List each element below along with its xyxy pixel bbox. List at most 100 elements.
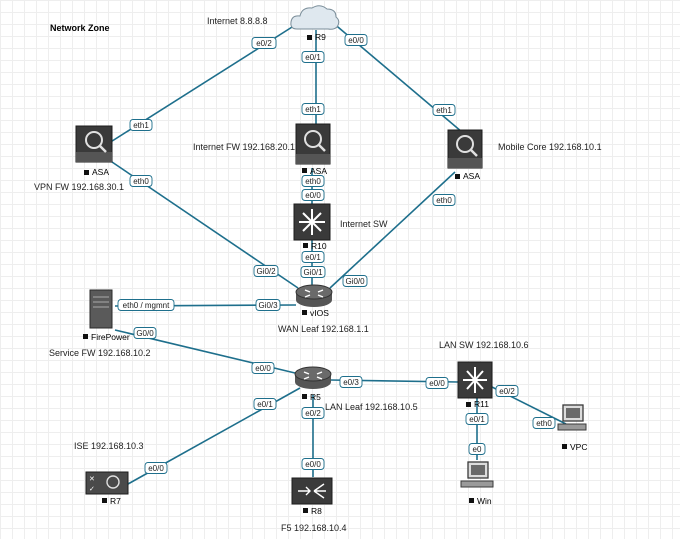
port-label-vios-gi03[interactable]: Gi0/3 (255, 299, 281, 311)
annotation-lan-leaf: LAN Leaf 192.168.10.5 (325, 402, 418, 412)
node-vpc[interactable]: VPC (557, 404, 587, 452)
annotation-mobile-core: Mobile Core 192.168.10.1 (498, 142, 602, 152)
port-label-box (495, 385, 519, 397)
port-label-box (133, 327, 157, 339)
port-label-r8-e00[interactable]: e0/0 (301, 458, 325, 470)
port-label-vpnfw-eth1[interactable]: eth1 (129, 119, 153, 131)
node-r5[interactable]: R5 (294, 366, 332, 402)
port-label-box (301, 175, 325, 187)
port-label-vpc-eth0[interactable]: eth0 (532, 417, 556, 429)
status-indicator (466, 402, 471, 407)
node-vios[interactable]: vIOS (295, 284, 333, 318)
load-balancer-icon (291, 477, 333, 505)
node-firepower[interactable]: FirePower (83, 289, 130, 342)
port-label-r9-e00[interactable]: e0/0 (344, 34, 368, 46)
port-label-box (255, 299, 281, 311)
node-r8[interactable]: R8 (291, 477, 333, 516)
annotation-internet-sw: Internet SW (340, 219, 388, 229)
port-label-text: eth0 (133, 177, 149, 186)
port-label-r10-e00[interactable]: e0/0 (301, 189, 325, 201)
desktop-icon (460, 461, 494, 488)
port-label-box (344, 34, 368, 46)
port-label-vios-gi00[interactable]: Gi0/0 (342, 275, 368, 287)
node-r7[interactable]: ✕ ✓ R7 (85, 471, 129, 506)
port-label-r5-e01[interactable]: e0/1 (253, 398, 277, 410)
port-label-win-e0[interactable]: e0 (468, 443, 486, 455)
port-label-mobilecore-eth1[interactable]: eth1 (432, 104, 456, 116)
annotation-f5: F5 192.168.10.4 (281, 523, 347, 533)
node-asa-internet-fw[interactable]: ASA (295, 123, 331, 176)
node-label-firepower: FirePower (91, 332, 130, 342)
node-r9[interactable]: R9 (290, 5, 340, 42)
node-label-vios: vIOS (310, 308, 329, 318)
port-label-box (301, 51, 325, 63)
node-label-r5: R5 (310, 392, 321, 402)
port-label-firepower-g00[interactable]: G0/0 (133, 327, 157, 339)
port-label-r7-e00[interactable]: e0/0 (144, 462, 168, 474)
router-icon (295, 284, 333, 307)
firewall-icon (75, 125, 113, 163)
status-indicator (455, 174, 460, 179)
port-label-vios-gi02[interactable]: Gi0/2 (253, 265, 279, 277)
port-label-box (301, 189, 325, 201)
node-r10[interactable]: R10 (293, 203, 331, 251)
port-label-box (129, 119, 153, 131)
port-label-r5-e00[interactable]: e0/0 (251, 362, 275, 374)
port-label-r10-e01[interactable]: e0/1 (301, 251, 325, 263)
node-label-r7: R7 (110, 496, 121, 506)
node-asa-vpn-fw[interactable]: ASA (75, 125, 113, 177)
status-indicator (84, 170, 89, 175)
status-indicator (102, 498, 107, 503)
port-label-box (301, 407, 325, 419)
status-indicator (302, 394, 307, 399)
port-label-internetfw-eth0[interactable]: eth0 (301, 175, 325, 187)
svg-text:✓: ✓ (89, 485, 95, 493)
port-label-r11-e00[interactable]: e0/0 (425, 377, 449, 389)
port-label-r9-e02[interactable]: e0/2 (251, 37, 277, 49)
port-label-box (342, 275, 368, 287)
port-label-text: e0/0 (255, 364, 271, 373)
port-label-box (253, 398, 277, 410)
port-label-r11-e02[interactable]: e0/2 (495, 385, 519, 397)
annotation-wan-leaf: WAN Leaf 192.168.1.1 (278, 324, 369, 334)
annotation-internet: Internet 8.8.8.8 (207, 16, 268, 26)
port-label-internetfw-eth1[interactable]: eth1 (301, 103, 325, 115)
port-label-box (532, 417, 556, 429)
annotation-vpn-fw: VPN FW 192.168.30.1 (34, 182, 124, 192)
diagram-title: Network Zone (50, 23, 110, 33)
port-label-box (251, 362, 275, 374)
port-label-r5-e02[interactable]: e0/2 (301, 407, 325, 419)
port-label-vpnfw-eth0[interactable]: eth0 (129, 175, 153, 187)
node-label-r8: R8 (311, 506, 322, 516)
port-label-mobilecore-eth0[interactable]: eth0 (432, 194, 456, 206)
node-label-asa-internet: ASA (310, 166, 327, 176)
status-indicator (302, 168, 307, 173)
node-win[interactable]: Win (460, 461, 494, 506)
node-r11[interactable]: R11 (457, 361, 493, 409)
port-label-text: e0/3 (343, 378, 359, 387)
status-indicator (83, 334, 88, 339)
node-label-r10: R10 (311, 241, 327, 251)
port-label-box (468, 443, 486, 455)
port-label-text: eth1 (305, 105, 321, 114)
port-label-vios-gi01[interactable]: Gi0/1 (300, 266, 326, 278)
port-label-text: e0/2 (256, 39, 272, 48)
port-label-r9-e01[interactable]: e0/1 (301, 51, 325, 63)
port-label-box (301, 103, 325, 115)
port-label-box (300, 266, 326, 278)
port-label-text: e0/1 (469, 415, 485, 424)
link-mobilecore-vios[interactable] (329, 171, 456, 289)
port-label-text: eth1 (436, 106, 452, 115)
node-asa-mobile-core[interactable]: ASA (447, 129, 483, 181)
port-label-text: eth0 (436, 196, 452, 205)
port-label-text: e0/1 (257, 400, 273, 409)
port-label-firepower-eth0[interactable]: eth0 / mgmnt (117, 299, 175, 311)
port-label-r5-e03[interactable]: e0/3 (339, 376, 363, 388)
annotation-ise: ISE 192.168.10.3 (74, 441, 144, 451)
port-label-box (339, 376, 363, 388)
port-label-text: e0/2 (305, 409, 321, 418)
port-label-r11-e01[interactable]: e0/1 (465, 413, 489, 425)
annotation-lan-sw: LAN SW 192.168.10.6 (439, 340, 529, 350)
port-label-text: G0/0 (136, 329, 154, 338)
port-label-box (117, 299, 175, 311)
